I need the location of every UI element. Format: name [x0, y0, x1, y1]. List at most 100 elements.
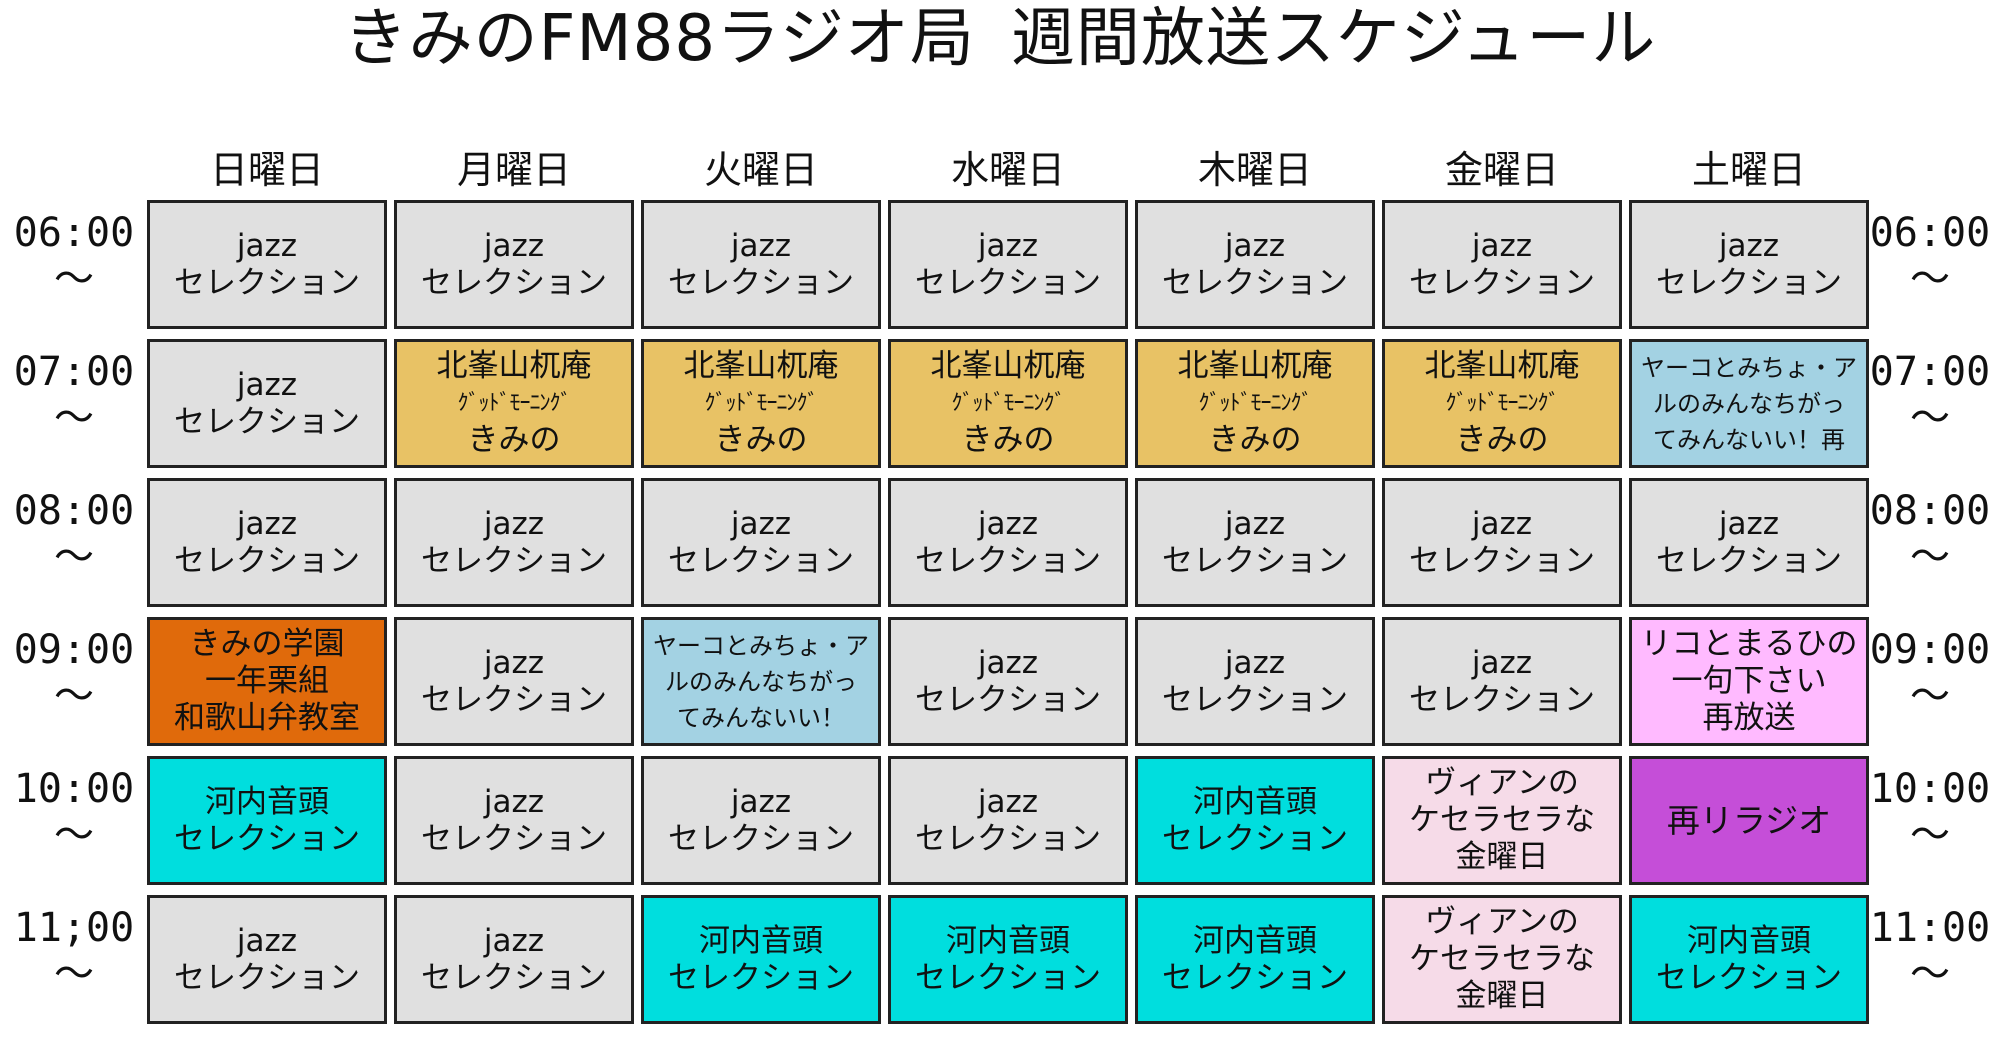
- program-cell-kawachi[interactable]: 河内音頭セレクション: [888, 895, 1128, 1024]
- program-title-line: ｸﾞｯﾄﾞﾓｰﾆﾝｸﾞ: [1198, 391, 1312, 416]
- program-cell-morning[interactable]: 北峯山杌庵ｸﾞｯﾄﾞﾓｰﾆﾝｸﾞきみの: [888, 339, 1128, 468]
- page-title: きみのFM88ラジオ局週間放送スケジュール: [0, 0, 2000, 78]
- program-title-line: 一句下さい: [1671, 663, 1827, 699]
- tilde-mark: ～: [1910, 256, 1950, 302]
- program-cell-morning[interactable]: 北峯山杌庵ｸﾞｯﾄﾞﾓｰﾆﾝｸﾞきみの: [394, 339, 634, 468]
- program-title-line: ｸﾞｯﾄﾞﾓｰﾆﾝｸﾞ: [1445, 391, 1559, 416]
- time-label-left: 06:00～: [4, 210, 144, 302]
- tilde-mark: ～: [1910, 812, 1950, 858]
- program-title-line: セレクション: [421, 542, 607, 579]
- time-label-left: 09:00～: [4, 627, 144, 719]
- tilde-mark: ～: [1910, 534, 1950, 580]
- program-title-line: 再放送: [1702, 700, 1796, 736]
- program-title-line: 河内音頭: [1193, 783, 1317, 820]
- tilde-mark: ～: [54, 673, 94, 719]
- program-cell-riko[interactable]: リコとまるひの一句下さい再放送: [1629, 617, 1869, 746]
- program-title-line: セレクション: [1162, 959, 1348, 996]
- program-title-line: セレクション: [915, 681, 1101, 718]
- program-cell-morning[interactable]: 北峯山杌庵ｸﾞｯﾄﾞﾓｰﾆﾝｸﾞきみの: [641, 339, 881, 468]
- time-label-right: 07:00～: [1860, 349, 2000, 441]
- program-title-line: セレクション: [1656, 959, 1842, 996]
- program-cell-kawachi[interactable]: 河内音頭セレクション: [641, 895, 881, 1024]
- day-header: 日曜日: [209, 148, 324, 192]
- program-cell-yako[interactable]: ヤーコとみちょ・アルのみんなちがってみんないい！再: [1629, 339, 1869, 468]
- program-title-line: jazz: [483, 922, 545, 959]
- program-title-line: セレクション: [668, 264, 854, 301]
- program-title-line: セレクション: [915, 959, 1101, 996]
- program-title-line: ケセラセラな: [1409, 941, 1595, 977]
- program-title-line: jazz: [1471, 644, 1533, 681]
- tilde-mark: ～: [54, 951, 94, 997]
- program-title-line: 金曜日: [1455, 839, 1549, 875]
- day-header: 金曜日: [1444, 148, 1559, 192]
- program-title-line: 再リラジオ: [1666, 800, 1832, 840]
- program-title-line: 河内音頭: [699, 922, 823, 959]
- program-cell-kawachi[interactable]: 河内音頭セレクション: [1135, 895, 1375, 1024]
- tilde-mark: ～: [1910, 951, 1950, 997]
- time-text: 07:00: [13, 349, 135, 395]
- program-title-line: きみの学園: [189, 626, 345, 662]
- program-title-line: きみの: [1208, 422, 1302, 458]
- program-title-line: セレクション: [668, 959, 854, 996]
- program-title-line: てみんないい！: [677, 703, 845, 732]
- program-cell-vian[interactable]: ヴィアンのケセラセラな金曜日: [1382, 756, 1622, 885]
- time-text: 08:00: [1869, 488, 1991, 534]
- program-cell-morning[interactable]: 北峯山杌庵ｸﾞｯﾄﾞﾓｰﾆﾝｸﾞきみの: [1382, 339, 1622, 468]
- program-title-line: jazz: [236, 922, 298, 959]
- program-cell-kawachi[interactable]: 河内音頭セレクション: [1135, 756, 1375, 885]
- program-title-line: 河内音頭: [1193, 922, 1317, 959]
- program-title-line: 河内音頭: [946, 922, 1070, 959]
- program-title-line: jazz: [977, 783, 1039, 820]
- program-title-line: リコとまるひの: [1640, 626, 1858, 662]
- program-title-line: きみの: [467, 422, 561, 458]
- time-label-left: 10:00～: [4, 766, 144, 858]
- time-text: 06:00: [13, 210, 135, 256]
- program-title-line: セレクション: [1162, 681, 1348, 718]
- program-cell-kawachi[interactable]: 河内音頭セレクション: [147, 756, 387, 885]
- program-title-line: セレクション: [174, 542, 360, 579]
- program-title-line: てみんないい！再: [1653, 425, 1845, 454]
- program-title-line: jazz: [977, 644, 1039, 681]
- program-cell-gakuen[interactable]: きみの学園一年栗組和歌山弁教室: [147, 617, 387, 746]
- program-title-line: jazz: [236, 227, 298, 264]
- program-cell-rerira[interactable]: 再リラジオ: [1629, 756, 1869, 885]
- time-text: 11:00: [1869, 905, 1991, 951]
- day-header: 木曜日: [1197, 148, 1312, 192]
- day-header: 土曜日: [1691, 148, 1806, 192]
- program-cell-morning[interactable]: 北峯山杌庵 ｸﾞｯﾄﾞﾓｰﾆﾝｸﾞ きみの: [1135, 339, 1375, 468]
- program-cell-kawachi[interactable]: 河内音頭セレクション: [1629, 895, 1869, 1024]
- program-cell-yako[interactable]: ヤーコとみちょ・アルのみんなちがってみんないい！: [641, 617, 881, 746]
- time-label-right: 08:00～: [1860, 488, 2000, 580]
- program-title-line: jazz: [1471, 227, 1533, 264]
- program-title-line: セレクション: [421, 264, 607, 301]
- program-title-line: jazz: [1224, 505, 1286, 542]
- program-title-line: セレクション: [174, 264, 360, 301]
- program-title-line: 北峯山杌庵: [1177, 348, 1333, 384]
- program-title-line: きみの: [961, 422, 1055, 458]
- program-cell-vian[interactable]: ヴィアンのケセラセラな金曜日: [1382, 895, 1622, 1024]
